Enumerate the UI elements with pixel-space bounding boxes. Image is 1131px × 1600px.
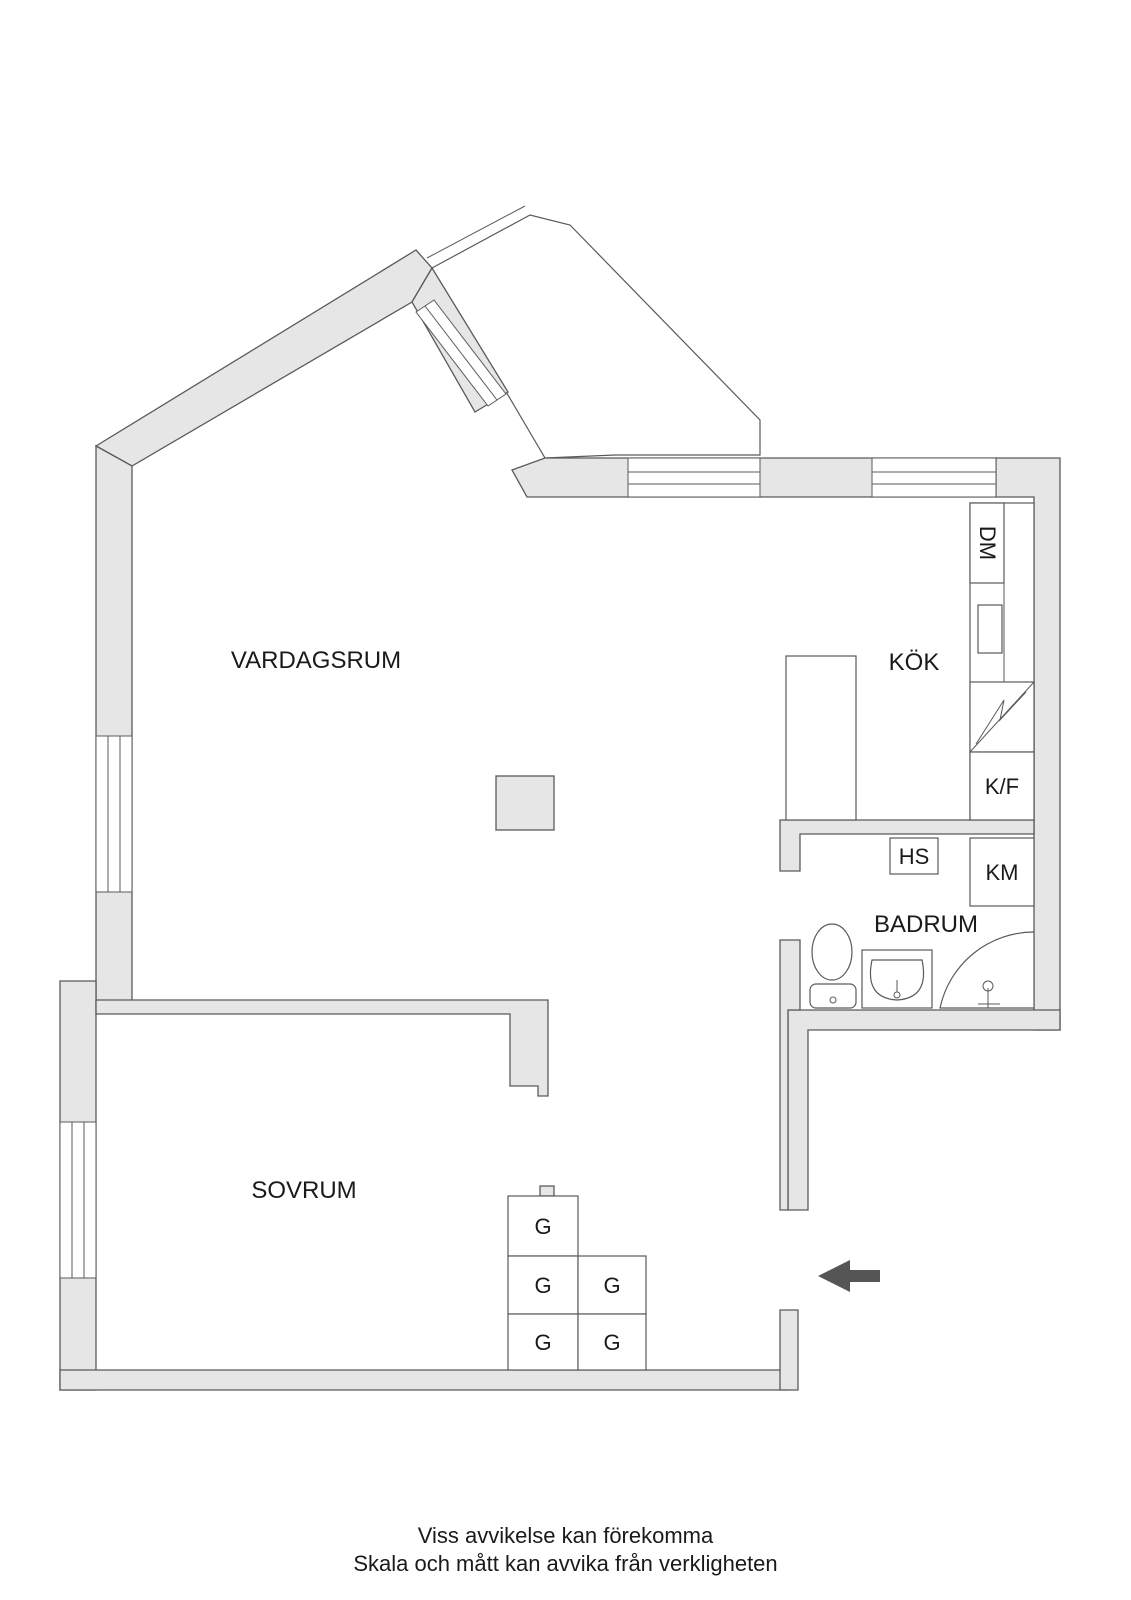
wall-bottom (59, 1369, 789, 1391)
room-label-kitchen: KÖK (889, 649, 940, 676)
wall-left-living (95, 444, 133, 1009)
column (495, 775, 555, 831)
wall-bedroom-divider (95, 999, 549, 1097)
hat-shelf (889, 837, 939, 875)
wall-upper-left (94, 249, 433, 467)
washing-machine (969, 837, 1035, 907)
washing-machine-label: KM (986, 860, 1019, 885)
wardrobe-label-1: G (534, 1214, 551, 1239)
room-label-bedroom: SOVRUM (251, 1177, 356, 1204)
entrance-arrow-icon (818, 1260, 880, 1292)
fridge-freezer (969, 751, 1035, 821)
toilet-icon (809, 923, 857, 1009)
wardrobe-3 (577, 1255, 647, 1315)
fridge-freezer-label: K/F (985, 774, 1019, 799)
wardrobe-5 (577, 1313, 647, 1371)
window-top-2 (871, 457, 997, 498)
balcony (431, 214, 761, 459)
disclaimer-line-1: Viss avvikelse kan förekomma (417, 1523, 714, 1548)
dishwasher (969, 502, 1005, 584)
window-bedroom-left (59, 1121, 97, 1279)
sink (977, 604, 1003, 654)
wardrobe-label-4: G (534, 1330, 551, 1355)
wardrobe-label-5: G (603, 1330, 620, 1355)
wall-entrance-lower (779, 1309, 799, 1391)
wardrobe-handle (539, 1185, 555, 1197)
wall-bathroom-bottom (787, 1009, 1061, 1211)
washbasin-icon (861, 949, 933, 1009)
stove-symbol-icon (975, 691, 1027, 745)
wardrobe-2 (507, 1255, 579, 1315)
room-label-bathroom: BADRUM (874, 911, 978, 938)
wardrobe-1 (507, 1195, 579, 1257)
disclaimer: Viss avvikelse kan förekomma Skala och m… (0, 1522, 1131, 1578)
window-living-left (95, 735, 133, 893)
wall-bathroom-left (779, 939, 801, 1211)
kitchen-island (785, 655, 857, 821)
balcony-railing (426, 205, 526, 259)
shower-icon (939, 931, 1035, 1009)
wardrobe-label-2: G (534, 1273, 551, 1298)
window-top-1 (627, 457, 761, 498)
wardrobe-label-3: G (603, 1273, 620, 1298)
disclaimer-line-2: Skala och mått kan avvika från verklighe… (353, 1551, 778, 1576)
room-label-living: VARDAGSRUM (231, 647, 401, 674)
wardrobe-4 (507, 1313, 579, 1371)
dishwasher-label: DM (975, 526, 1000, 560)
hat-shelf-label: HS (899, 844, 930, 869)
balcony-door (415, 299, 507, 407)
